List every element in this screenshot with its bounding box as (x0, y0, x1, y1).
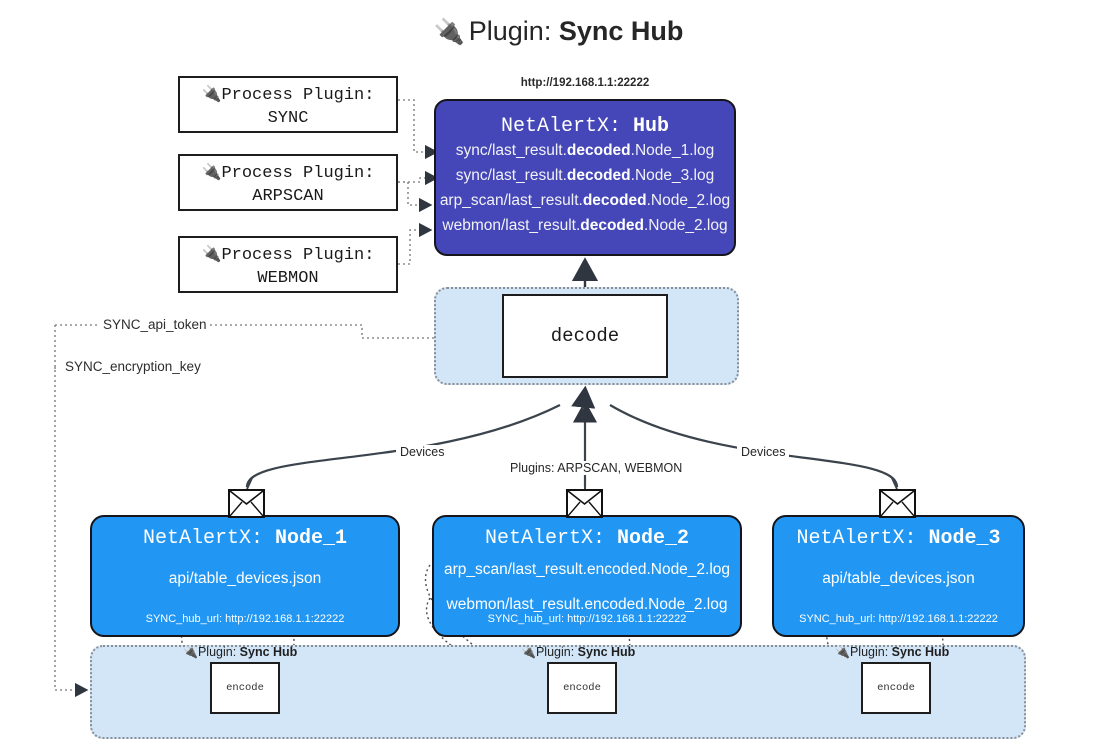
hub-node[interactable]: NetAlertX: Hub sync/last_result.decoded.… (434, 99, 736, 256)
page-title: 🔌Plugin: Sync Hub (0, 16, 1117, 47)
decode-box[interactable]: decode (502, 294, 668, 378)
encode-box-1[interactable]: encode (210, 662, 280, 714)
node-3[interactable]: NetAlertX: Node_3 api/table_devices.json… (772, 515, 1025, 637)
sync-api-token-label: SYNC_api_token (100, 317, 210, 332)
process-plugin-label: Process Plugin: (221, 246, 375, 265)
node-line: api/table_devices.json (168, 570, 322, 587)
encode-box-2[interactable]: encode (547, 662, 617, 714)
envelope-icon (566, 489, 603, 518)
envelope-icon (879, 489, 916, 518)
plug-icon: 🔌 (521, 645, 536, 659)
encode-box-3[interactable]: encode (861, 662, 931, 714)
process-plugin-label: Process Plugin: (221, 86, 375, 105)
hub-log-line: sync/last_result.decoded.Node_3.log (455, 167, 715, 184)
process-plugin-arpscan[interactable]: 🔌Process Plugin: ARPSCAN (178, 154, 398, 211)
edge-label-plugins: Plugins: ARPSCAN, WEBMON (506, 461, 687, 475)
page-title-prefix: Plugin: (468, 16, 552, 46)
band-plugin-label-1: 🔌Plugin: Sync Hub (183, 645, 298, 659)
edge-label-devices-right: Devices (737, 445, 790, 459)
hub-log-line: sync/last_result.decoded.Node_1.log (455, 142, 715, 159)
plug-icon: 🔌 (201, 84, 222, 103)
band-plugin-label-3: 🔌Plugin: Sync Hub (835, 645, 950, 659)
hub-log-line: webmon/last_result.decoded.Node_2.log (442, 217, 728, 234)
node-title: NetAlertX: Node_1 (142, 527, 348, 550)
plug-icon: 🔌 (183, 645, 198, 659)
plug-icon: 🔌 (201, 162, 222, 181)
process-plugin-webmon[interactable]: 🔌Process Plugin: WEBMON (178, 236, 398, 293)
envelope-icon (228, 489, 265, 518)
node-line: arp_scan/last_result.encoded.Node_2.log (443, 561, 731, 578)
page-title-name: Sync Hub (558, 16, 684, 46)
process-plugin-name: ARPSCAN (252, 186, 324, 206)
node-title: NetAlertX: Node_3 (796, 527, 1001, 550)
process-plugin-name: SYNC (267, 108, 309, 128)
node-line: webmon/last_result.encoded.Node_2.log (446, 596, 728, 613)
process-plugin-name: WEBMON (257, 268, 319, 288)
node-title: NetAlertX: Node_2 (484, 527, 690, 550)
process-plugin-label: Process Plugin: (221, 164, 375, 183)
process-plugin-sync[interactable]: 🔌Process Plugin: SYNC (178, 76, 398, 133)
node-hub-url: SYNC_hub_url: http://192.168.1.1:22222 (145, 613, 345, 625)
node-hub-url: SYNC_hub_url: http://192.168.1.1:22222 (487, 613, 687, 625)
hub-url-label: http://192.168.1.1:22222 (520, 77, 650, 89)
plug-icon: 🔌 (835, 645, 850, 659)
hub-log-line: arp_scan/last_result.decoded.Node_2.log (439, 192, 731, 209)
band-plugin-label-2: 🔌Plugin: Sync Hub (521, 645, 636, 659)
node-1[interactable]: NetAlertX: Node_1 api/table_devices.json… (90, 515, 400, 637)
hub-title-name: Hub (633, 115, 670, 138)
sync-encryption-key-label: SYNC_encryption_key (62, 359, 204, 374)
hub-title: NetAlertX: Hub (436, 115, 734, 138)
hub-title-prefix: NetAlertX: (500, 115, 621, 138)
plug-icon: 🔌 (433, 18, 465, 46)
node-hub-url: SYNC_hub_url: http://192.168.1.1:22222 (799, 613, 998, 625)
edge-label-devices-left: Devices (396, 445, 449, 459)
node-2[interactable]: NetAlertX: Node_2 arp_scan/last_result.e… (432, 515, 742, 637)
node-line: api/table_devices.json (822, 570, 975, 587)
plug-icon: 🔌 (201, 244, 222, 263)
